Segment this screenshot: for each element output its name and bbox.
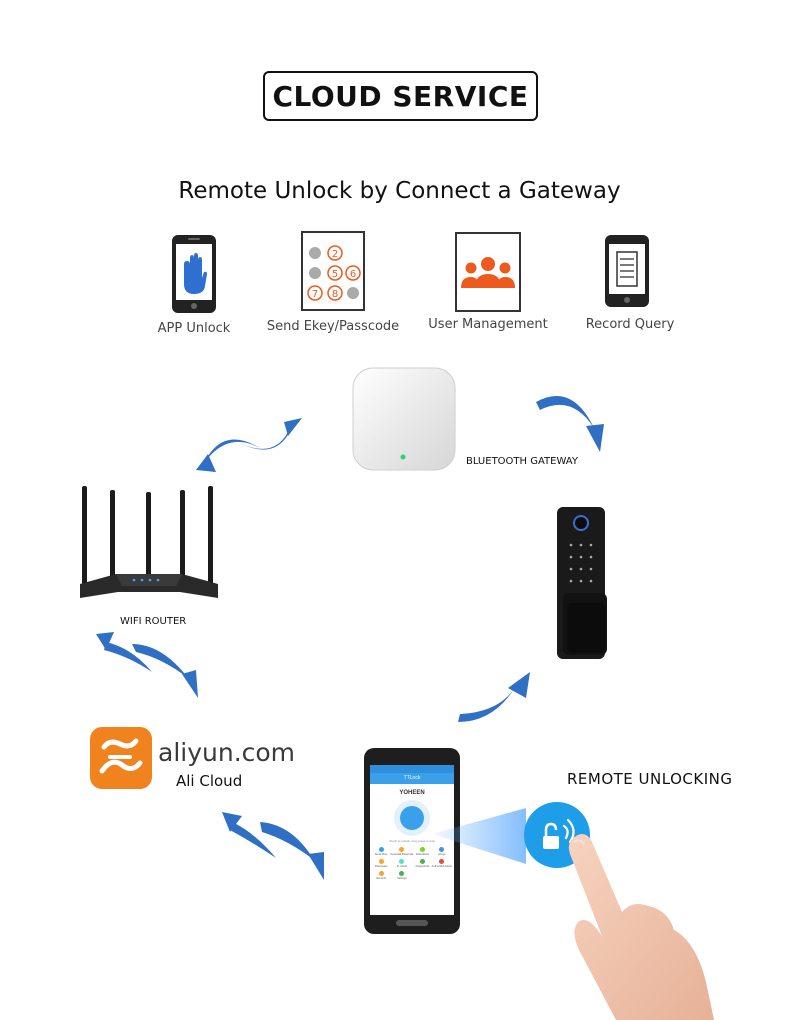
unlock-hint: Touch to unlock, long press to lock xyxy=(389,839,435,843)
menu-item-label: Send eKey xyxy=(374,853,388,856)
menu-item[interactable]: IC Cards xyxy=(390,859,413,868)
aliyun-sub: Ali Cloud xyxy=(176,772,243,790)
menu-item-label: eKeys xyxy=(438,853,446,856)
app-title: TTLock xyxy=(370,773,454,784)
app-menu-grid: Send eKey Generate Passcode Attendance e… xyxy=(370,847,454,880)
arrow-phone-lock-icon xyxy=(458,672,530,722)
feature-record-query xyxy=(604,234,650,308)
menu-item[interactable]: Records xyxy=(372,871,390,880)
feature-user-management xyxy=(455,232,521,312)
lock-name: YOHEEN xyxy=(399,790,425,796)
keypad-digit: 2 xyxy=(332,249,338,260)
bluetooth-gateway-image xyxy=(351,366,457,472)
menu-item[interactable]: Generate Passcode xyxy=(390,847,413,856)
keypad-icon: 2 5 6 7 8 xyxy=(301,231,365,311)
menu-item[interactable]: Attendance xyxy=(413,847,431,856)
remote-unlocking-label: REMOTE UNLOCKING xyxy=(567,770,733,788)
unlock-button[interactable] xyxy=(394,800,430,836)
menu-item-label: Fingerprints xyxy=(415,865,430,868)
menu-item-label: Generate Passcode xyxy=(390,853,414,856)
record-phone-icon xyxy=(605,235,649,307)
menu-item[interactable]: eKeys xyxy=(432,847,452,856)
feature-label: User Management xyxy=(428,317,548,332)
menu-item-label: Attendance xyxy=(415,853,430,856)
phone-app-mockup: TTLock YOHEEN Touch to unlock, long pres… xyxy=(364,748,460,934)
app-screen: TTLock YOHEEN Touch to unlock, long pres… xyxy=(370,765,454,915)
smart-lock-image xyxy=(555,505,611,661)
arrow-aliyun-phone-icon xyxy=(222,812,324,880)
keypad-digit: 6 xyxy=(350,269,356,280)
subtitle: Remote Unlock by Connect a Gateway xyxy=(178,178,621,204)
aliyun-name: aliyun.com xyxy=(158,738,296,767)
keypad-digit: 5 xyxy=(332,269,338,280)
menu-item[interactable]: Fingerprints xyxy=(413,859,431,868)
feature-label: Record Query xyxy=(585,317,675,332)
menu-item[interactable]: Settings xyxy=(390,871,413,880)
menu-item[interactable]: Authorized Admin xyxy=(432,859,452,868)
menu-item[interactable]: Passcodes xyxy=(372,859,390,868)
keypad-digit: 7 xyxy=(312,289,318,300)
keypad-digit: 8 xyxy=(332,289,338,300)
arrow-router-aliyun-icon xyxy=(96,632,198,698)
feature-label: APP Unlock xyxy=(157,321,231,336)
menu-item-label: Passcodes xyxy=(374,865,388,868)
feature-label: Send Ekey/Passcode xyxy=(266,319,400,334)
menu-item-label: Authorized Admin xyxy=(431,865,452,868)
page-title: CLOUD SERVICE xyxy=(263,71,538,121)
menu-item-label: Settings xyxy=(397,877,407,880)
users-icon xyxy=(455,232,521,312)
padlock-icon xyxy=(400,806,424,830)
arrow-router-gateway-icon xyxy=(196,418,302,472)
signal-beam-icon xyxy=(432,808,526,864)
menu-item-label: IC Cards xyxy=(396,865,407,868)
pointing-hand-icon xyxy=(568,834,714,1020)
feature-send-ekey: 2 5 6 7 8 xyxy=(301,231,365,311)
menu-item-label: Records xyxy=(376,877,387,880)
feature-app-unlock xyxy=(171,234,217,314)
phone-hand-icon xyxy=(172,235,216,313)
router-label: WIFI ROUTER xyxy=(120,616,187,624)
aliyun-logo-icon xyxy=(90,727,152,789)
wifi-router-image xyxy=(76,480,222,610)
menu-item[interactable]: Send eKey xyxy=(372,847,390,856)
arrow-gateway-lock-icon xyxy=(536,395,604,452)
gateway-label: BLUETOOTH GATEWAY xyxy=(466,456,578,467)
